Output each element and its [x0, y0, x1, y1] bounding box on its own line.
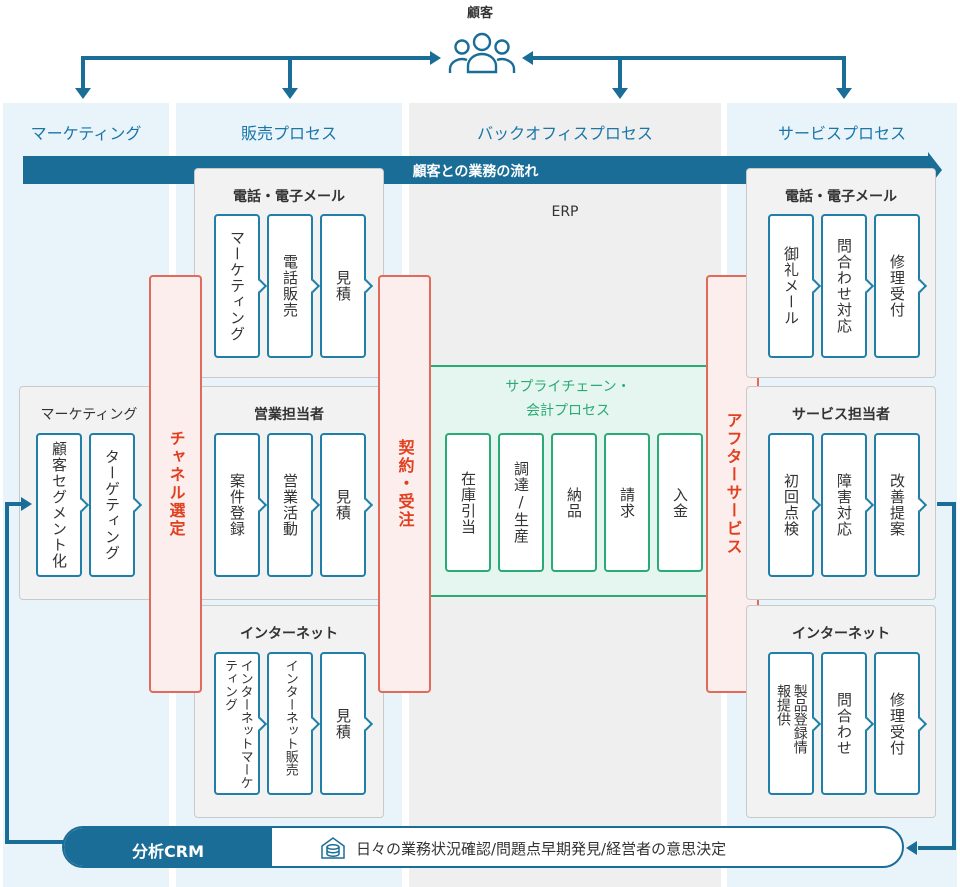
- card-inquiry-response: 問合わせ対応: [821, 214, 875, 358]
- drop-service: [842, 56, 846, 88]
- loop-left-vertical: [5, 502, 9, 844]
- card-internet-marketing: インターネットマーケティング: [214, 652, 268, 795]
- card-product-registration: 製品登録情報提供: [768, 652, 822, 795]
- card-segmentation: 顧客セグメント化: [36, 433, 90, 577]
- erp-label: ERP: [551, 204, 579, 220]
- service-group-phone-title: 電話・電子メール: [785, 189, 897, 205]
- arrow-backoffice: [612, 88, 628, 99]
- column-title-sales: 販売プロセス: [240, 124, 337, 143]
- arrowhead-right-to-customer: [522, 51, 533, 65]
- supply-chain-title: サプライチェーン・ 会計プロセス: [505, 379, 631, 419]
- arrowhead-into-crm: [906, 841, 917, 855]
- loop-right-vertical: [952, 502, 956, 850]
- column-title-marketing: マーケティング: [30, 124, 142, 143]
- loop-right-bottom: [918, 846, 956, 850]
- card-delivery: 納品: [551, 433, 597, 572]
- arrow-marketing: [75, 88, 91, 99]
- card-inventory: 在庫引当: [445, 433, 491, 572]
- card-targeting: ターゲティング: [89, 433, 143, 577]
- drop-backoffice: [618, 56, 622, 88]
- sales-group-rep-title: 営業担当者: [254, 407, 324, 423]
- card-case-registration: 案件登録: [214, 433, 268, 577]
- card-procurement: 調達/生産: [498, 433, 544, 572]
- card-thanks-mail: 御礼メール: [768, 214, 822, 358]
- column-title-backoffice: バックオフィスプロセス: [477, 124, 653, 143]
- card-repair-phone: 修理受付: [874, 214, 928, 358]
- sales-group-internet-title: インターネット: [240, 626, 338, 642]
- arrow-service: [836, 88, 852, 99]
- card-improvement: 改善提案: [874, 433, 928, 577]
- card-billing: 請求: [604, 433, 650, 572]
- card-rep-estimate: 見積: [320, 433, 374, 577]
- customer-label: 顧客: [466, 6, 493, 21]
- crm-description: 日々の業務状況確認/問題点早期発見/経営者の意思決定: [356, 840, 727, 858]
- arrow-sales: [282, 88, 298, 99]
- crm-bar: 分析CRM 日々の業務状況確認/問題点早期発見/経営者の意思決定: [62, 826, 904, 868]
- card-repair-internet: 修理受付: [874, 652, 928, 795]
- card-internet-estimate: 見積: [320, 652, 374, 795]
- arrowhead-into-marketing: [21, 497, 32, 511]
- card-sales-activity: 営業活動: [267, 433, 321, 577]
- column-title-service: サービスプロセス: [777, 124, 906, 143]
- crm-label-area: 分析CRM: [64, 828, 272, 866]
- service-group-internet-title: インターネット: [792, 626, 890, 642]
- service-group-rep-title: サービス担当者: [792, 407, 890, 423]
- bar-channel-selection: チャネル選定: [149, 275, 202, 693]
- card-failure-response: 障害対応: [821, 433, 875, 577]
- marketing-group-title: マーケティング: [40, 407, 138, 423]
- loop-right-top: [937, 502, 956, 506]
- sales-group-phone-title: 電話・電子メール: [233, 189, 345, 205]
- database-icon: [321, 837, 345, 859]
- card-payment: 入金: [657, 433, 703, 572]
- card-phone-sales: 電話販売: [267, 214, 321, 358]
- people-icon: [448, 32, 516, 74]
- card-sales-marketing: マーケティング: [214, 214, 268, 358]
- card-inquiry: 問合わせ: [821, 652, 875, 795]
- card-phone-estimate: 見積: [320, 214, 374, 358]
- card-initial-inspection: 初回点検: [768, 433, 822, 577]
- bar-contract: 契約・受注: [378, 275, 431, 693]
- loop-left-top: [5, 502, 23, 506]
- drop-marketing: [81, 56, 85, 88]
- flow-label: 顧客との業務の流れ: [412, 164, 539, 180]
- crm-label: 分析CRM: [132, 842, 204, 861]
- top-connector-left: [83, 56, 434, 60]
- card-internet-sales: インターネット販売: [267, 652, 321, 795]
- top-connector-right: [530, 56, 844, 60]
- arrowhead-left-to-customer: [430, 51, 441, 65]
- drop-sales: [288, 56, 292, 88]
- loop-left-bottom: [5, 840, 67, 844]
